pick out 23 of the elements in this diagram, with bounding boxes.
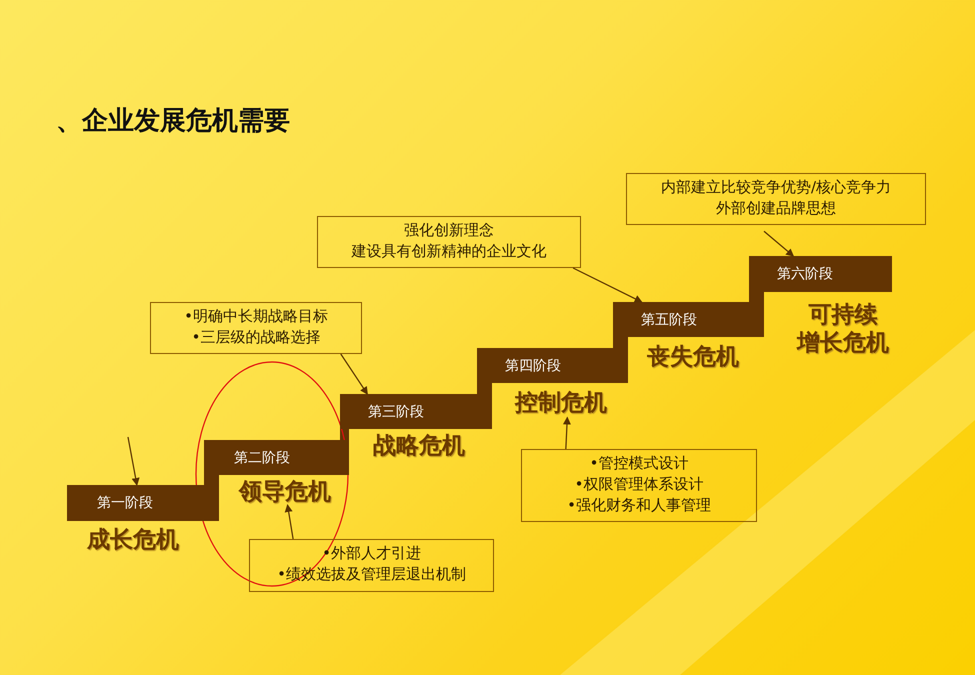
- arrow: [572, 267, 643, 303]
- note-box: 内部建立比较竞争优势/核心竞争力 外部创建品牌思想: [626, 173, 926, 225]
- note-box: •管控模式设计 •权限管理体系设计 •强化财务和人事管理: [521, 449, 757, 522]
- crisis-label: 成长危机: [70, 526, 196, 556]
- crisis-label: 丧失危机: [630, 343, 756, 373]
- crisis-label: 领导危机: [222, 478, 348, 508]
- stair-step: 第六阶段: [749, 256, 892, 292]
- stair-step: 第五阶段: [613, 302, 764, 337]
- crisis-label: 战略危机: [356, 432, 482, 462]
- note-box: •明确中长期战略目标 •三层级的战略选择: [150, 302, 362, 354]
- slide-title: 、企业发展危机需要: [56, 105, 290, 138]
- stair-step: 第四阶段: [477, 348, 628, 383]
- arrow: [284, 504, 294, 540]
- arrow: [764, 230, 794, 257]
- stair-step: 第二阶段: [204, 440, 349, 475]
- crisis-label: 控制危机: [498, 389, 624, 419]
- crisis-label: 可持续 增长危机: [778, 301, 908, 359]
- arrow: [127, 436, 140, 486]
- arrow: [562, 416, 571, 450]
- note-box: 强化创新理念 建设具有创新精神的企业文化: [317, 216, 581, 268]
- arrow: [340, 354, 368, 395]
- stair-step: 第三阶段: [340, 394, 492, 429]
- stair-step: 第一阶段: [67, 485, 219, 521]
